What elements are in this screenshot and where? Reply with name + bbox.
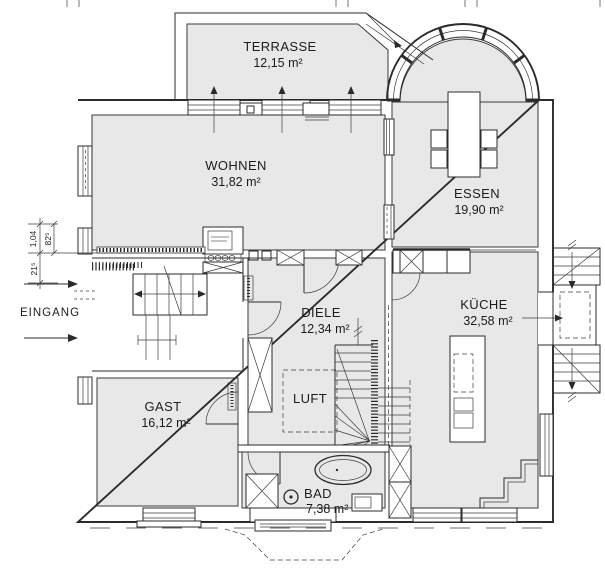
entrance-steps [92,263,208,360]
fireplace [202,226,244,274]
washbasin-icon [351,493,383,512]
dim-label-1: 1,04 [28,230,38,247]
dimension-ticks-top [66,0,601,7]
door-direction-arrow-icon [555,314,563,322]
entrance-label: EINGANG [20,307,80,319]
room-label-bad: BAD [304,486,332,501]
floor-drain-icon [283,489,299,505]
shaft-bad-kueche [388,445,412,519]
room-area-kueche: 32,58 m² [463,314,512,328]
kitchen-island [449,335,486,443]
room-label-terrasse: TERRASSE [243,39,316,54]
room-label-luft: LUFT [293,391,327,406]
corner-steps [479,459,538,508]
luft-void-outline [282,369,338,433]
room-area-diele: 12,34 m² [300,322,349,336]
room-terrasse-floor [186,23,389,101]
terrace-windows [187,86,382,133]
interior-walls [92,118,395,453]
shafts [247,249,412,519]
bath-fixtures [245,454,383,512]
room-area-gast: 16,12 m² [141,416,190,430]
kitchen-fittings [392,248,538,508]
window-swing-arrows [210,86,355,133]
terrace-outline [174,12,434,100]
shower-icon [245,473,279,509]
front-door-opening [78,286,92,304]
bay-mullions [387,27,539,102]
entrance-arrow-icon [68,334,78,342]
right-openings [522,291,563,477]
dim-label-2: 82⁵ [43,233,53,246]
bay-floor [399,38,527,103]
left-windows [74,145,96,405]
roof-projection-dashed [90,527,545,561]
room-gast-floor [96,377,239,507]
door-vestibule-diele [247,301,282,336]
shaft-tall [247,337,273,413]
room-label-wohnen: WOHNEN [205,158,267,173]
room-label-diele: DIELE [301,305,341,320]
exterior-openings [74,86,563,561]
room-label-gast: GAST [145,399,182,414]
room-label-kueche: KÜCHE [460,297,508,312]
shaft-box-1 [276,249,305,266]
dim-label-3: 21⁵ [29,263,39,276]
room-label-essen: ESSEN [454,186,500,201]
dining-table [430,91,498,178]
room-area-terrasse: 12,15 m² [253,56,302,70]
shaft-box-2 [335,249,363,266]
bathtub-icon [314,454,372,486]
room-area-essen: 19,90 m² [454,203,503,217]
entrance-annotation: EINGANG [20,280,80,342]
interior-stair [282,318,411,446]
bay-window [386,23,540,103]
room-labels: TERRASSE 12,15 m² WOHNEN 31,82 m² ESSEN … [141,39,512,516]
room-area-wohnen: 31,82 m² [211,175,260,189]
dimension-chain-left: 1,04 82⁵ 21⁵ [28,218,140,289]
entrance-arrow-icon [68,280,78,288]
bottom-windows [136,507,518,532]
door-gast [205,391,239,425]
slope-arrow-icon [394,40,402,48]
exterior-stair-right [552,239,601,403]
radiators [92,246,254,411]
room-area-bad: 7,38 m² [306,502,348,516]
